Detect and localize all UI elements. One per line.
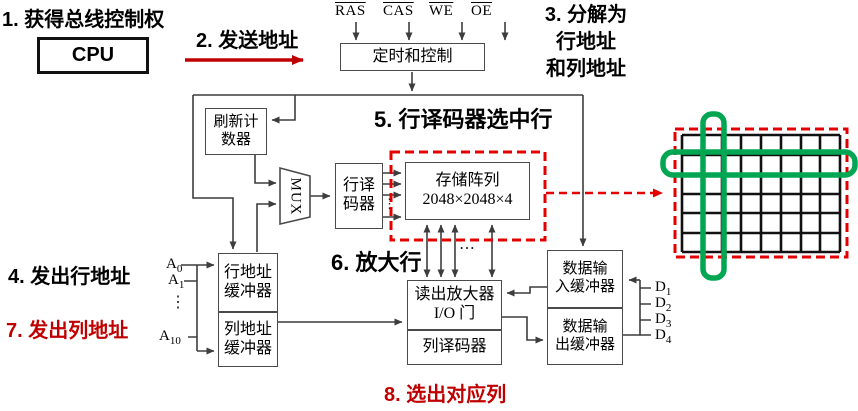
row-decoder-box: 行译 码器	[335, 163, 383, 229]
grid-dashed-border	[673, 127, 849, 259]
memory-array-name: 存储阵列	[435, 172, 500, 190]
address-ellipsis: ⋮	[170, 294, 186, 311]
data-input-buffer-box: 数据输 入缓冲器	[547, 250, 623, 308]
cpu-box: CPU	[37, 37, 149, 74]
mux-shape	[279, 166, 311, 226]
memory-array-dashed-highlight	[389, 150, 547, 242]
oe-signal-label: OE	[471, 3, 492, 19]
step2-label: 2. 发送地址	[196, 30, 299, 52]
row-select-ellipsis: ⋮	[383, 196, 396, 211]
column-address-buffer-box: 列地址 缓冲器	[218, 312, 278, 367]
step5-label: 5. 行译码器选中行	[374, 107, 553, 132]
ras-signal-label: RAS	[335, 3, 366, 19]
pin-a10: A10	[159, 328, 181, 347]
refresh-counter-box: 刷新计 数器	[205, 108, 267, 155]
pin-d3: D3	[655, 311, 672, 330]
control-signal-arrows	[352, 22, 509, 41]
pin-a1: A1	[168, 272, 185, 291]
selected-row-highlight	[660, 149, 858, 178]
row-address-buffer-box: 行地址 缓冲器	[218, 253, 278, 312]
memory-array-box: 存储阵列 2048×2048×4	[405, 162, 530, 220]
timing-control-box: 定时和控制	[340, 43, 485, 71]
step7-label: 7. 发出列地址	[6, 320, 129, 342]
memory-array-size: 2048×2048×4	[422, 191, 513, 208]
selected-column-highlight	[700, 111, 727, 281]
column-decoder-box: 列译码器	[407, 330, 502, 365]
sense-amplifier-box: 读出放大器 I/O 门	[407, 280, 502, 330]
step4-label: 4. 发出行地址	[8, 266, 131, 288]
timing-control-label: 定时和控制	[372, 47, 453, 65]
bitline-ellipsis: ⋯	[459, 240, 475, 257]
step1-label: 1. 获得总线控制权	[2, 9, 165, 31]
data-output-buffer-box: 数据输 出缓冲器	[547, 308, 623, 365]
step6-label: 6. 放大行	[331, 250, 422, 275]
pin-d2: D2	[655, 295, 672, 314]
cpu-label: CPU	[71, 43, 115, 66]
pin-d1: D1	[655, 279, 672, 298]
step3-label: 3. 分解为 行地址 和列地址	[544, 4, 628, 80]
cas-signal-label: CAS	[383, 3, 414, 19]
we-signal-label: WE	[429, 3, 454, 19]
pin-a0: A0	[166, 256, 183, 275]
step8-label: 8. 选出对应列	[384, 384, 507, 406]
pin-d4: D4	[655, 327, 672, 346]
mux-label: MUX	[287, 177, 304, 216]
